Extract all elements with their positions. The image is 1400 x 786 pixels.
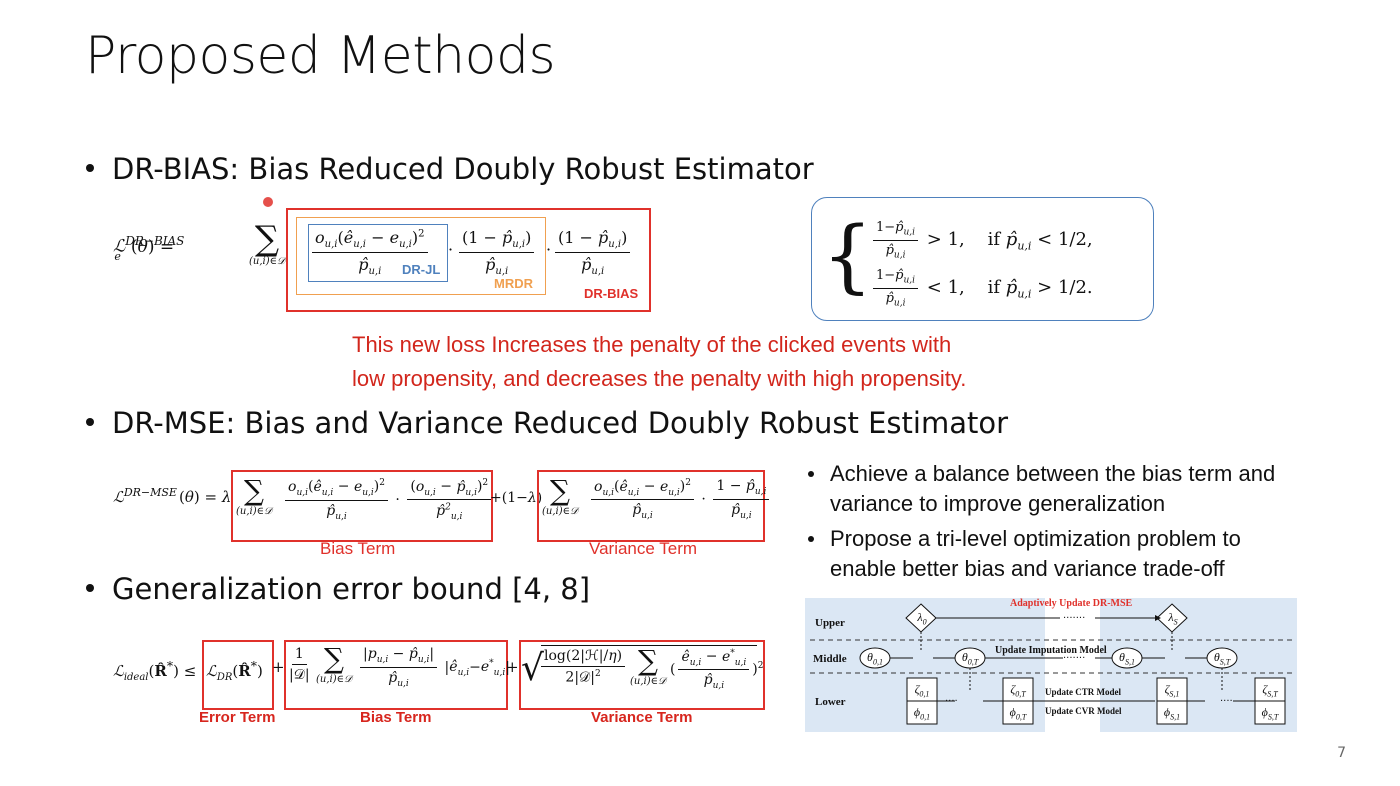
cursor-pointer	[263, 197, 273, 207]
dr-bias-box	[286, 208, 651, 312]
dr-bias-term-3: (1 − p̂u,i)p̂u,i	[552, 228, 633, 277]
drbias-label: DR-BIAS	[584, 286, 639, 301]
point-2: Propose a tri-level optimization problem…	[808, 524, 1310, 584]
bullet-dr-mse: DR-MSE: Bias and Variance Reduced Doubly…	[86, 406, 1008, 440]
level-upper: Upper	[815, 617, 845, 629]
dots: ·······	[1063, 613, 1085, 624]
bullet-text: DR-BIAS: Bias Reduced Doubly Robust Esti…	[112, 152, 814, 186]
theta-01-label: θ0,1	[867, 650, 883, 667]
error-term-box	[202, 640, 274, 710]
dr-mse-plus: +(1−λ)	[490, 490, 543, 506]
point-1-text: Achieve a balance between the bias term …	[830, 461, 1276, 516]
bound-lhs: ℒideal(R̂*) ≤	[113, 658, 197, 683]
dr-bias-sum: ∑(u,i)∈𝒟	[249, 219, 286, 267]
dr-bias-lhs: ℒDR−BIASe(θ) =	[113, 234, 185, 263]
arrow-label-imputation: Update Imputation Model	[995, 645, 1107, 656]
plus-2: +	[506, 658, 519, 676]
bullet-dot	[86, 418, 94, 426]
bound-bias-term: |pu,i − p̂u,i|p̂u,i |êu,i−e*u,i|	[357, 646, 510, 689]
dr-bias-note: This new loss Increases the penalty of t…	[352, 328, 966, 396]
level-lower: Lower	[815, 696, 846, 708]
mrdr-label: MRDR	[494, 276, 533, 291]
dr-mse-variance-label: Variance Term	[589, 539, 698, 558]
phi-01-label: ϕ0,1	[913, 705, 931, 722]
bias-term-box-2	[284, 640, 508, 710]
bullet-dr-bias: DR-BIAS: Bias Reduced Doubly Robust Esti…	[86, 152, 814, 186]
dot-op: ·	[546, 240, 552, 259]
cases-brace: {	[822, 209, 873, 302]
zeta-ST-label: ζS,T	[1262, 682, 1278, 699]
dr-bias-term-2: (1 − p̂u,i)p̂u,i	[456, 228, 537, 277]
phi-ST-label: ϕS,T	[1261, 705, 1279, 722]
dot-op: ·	[448, 240, 454, 259]
bullet-dot	[808, 471, 814, 477]
error-term: ℒDR(R̂*)	[206, 658, 263, 683]
tri-level-diagram-svg: ······· ······· ···· ····	[805, 598, 1297, 732]
phi-S1-label: ϕS,1	[1163, 705, 1181, 722]
note-line-1: This new loss Increases the penalty of t…	[352, 332, 952, 357]
bias-term-box	[231, 470, 493, 542]
theta-0T-label: θ0,T	[961, 650, 979, 667]
point-2-text: Propose a tri-level optimization problem…	[830, 526, 1241, 581]
bullet-generalization: Generalization error bound [4, 8]	[86, 572, 590, 606]
error-term-label: Error Term	[199, 709, 276, 726]
cases-box	[811, 197, 1154, 321]
point-1: Achieve a balance between the bias term …	[808, 459, 1310, 519]
bound-var-sum: ∑(u,i)∈𝒟	[630, 644, 667, 688]
level-middle: Middle	[813, 653, 847, 665]
arrow-label-ctr: Update CTR Model	[1045, 687, 1121, 697]
dr-mse-lhs: ℒDR−MSE(θ) = λ	[113, 486, 232, 506]
drjl-label: DR-JL	[402, 262, 441, 277]
sqrt-sign: √	[521, 648, 544, 689]
bias-term-label: Bias Term	[360, 709, 432, 726]
variance-term-label: Variance Term	[591, 709, 693, 726]
dr-mse-bias-label: Bias Term	[320, 539, 396, 558]
bullet-dot	[86, 584, 94, 592]
page-number: 7	[1337, 745, 1346, 761]
variance-term-box-2	[519, 640, 765, 710]
variance-term-box	[537, 470, 765, 542]
bullet-text: DR-MSE: Bias and Variance Reduced Doubly…	[112, 406, 1009, 440]
dots: ····	[1220, 696, 1233, 707]
phi-0T-label: ϕ0,T	[1009, 705, 1027, 722]
zeta-0T-label: ζ0,T	[1010, 682, 1026, 699]
zeta-S1-label: ζS,1	[1164, 682, 1180, 699]
arrowhead	[1155, 615, 1161, 621]
bullet-dot	[86, 164, 94, 172]
tri-level-diagram: ······· ······· ···· ···· Upper Middle L…	[805, 598, 1297, 732]
bullet-dot	[808, 536, 814, 542]
bound-bias-sum: ∑(u,i)∈𝒟	[316, 642, 353, 686]
lambda-s-label: λS	[1168, 610, 1178, 627]
plus-1: +	[272, 658, 285, 676]
sqrt-bar	[541, 645, 757, 646]
arrow-label-cvr: Update CVR Model	[1045, 706, 1122, 716]
mrdr-box	[296, 217, 546, 295]
dots: ····	[945, 696, 958, 707]
dr-mse-bias-sum: ∑(u,i)∈𝒟	[236, 474, 273, 518]
page-title: Proposed Methods	[85, 26, 556, 86]
theta-ST-label: θS,T	[1213, 650, 1231, 667]
arrow-label-dr-mse: Adaptively Update DR-MSE	[1010, 598, 1133, 609]
bound-var-frac: log(2|ℋ|/η)2|𝒟|2	[538, 648, 628, 686]
dr-mse-var-sum: ∑(u,i)∈𝒟	[542, 474, 579, 518]
lambda-0-label: λ0	[917, 610, 927, 627]
zeta-01-label: ζ0,1	[914, 682, 930, 699]
bullet-text: Generalization error bound [4, 8]	[112, 572, 591, 606]
note-line-2: low propensity, and decreases the penalt…	[352, 366, 967, 391]
bound-bias-frac: 1|𝒟|	[289, 646, 310, 683]
drjl-box	[308, 224, 448, 282]
theta-S1-label: θS,1	[1119, 650, 1135, 667]
dots: ·······	[1063, 653, 1085, 664]
